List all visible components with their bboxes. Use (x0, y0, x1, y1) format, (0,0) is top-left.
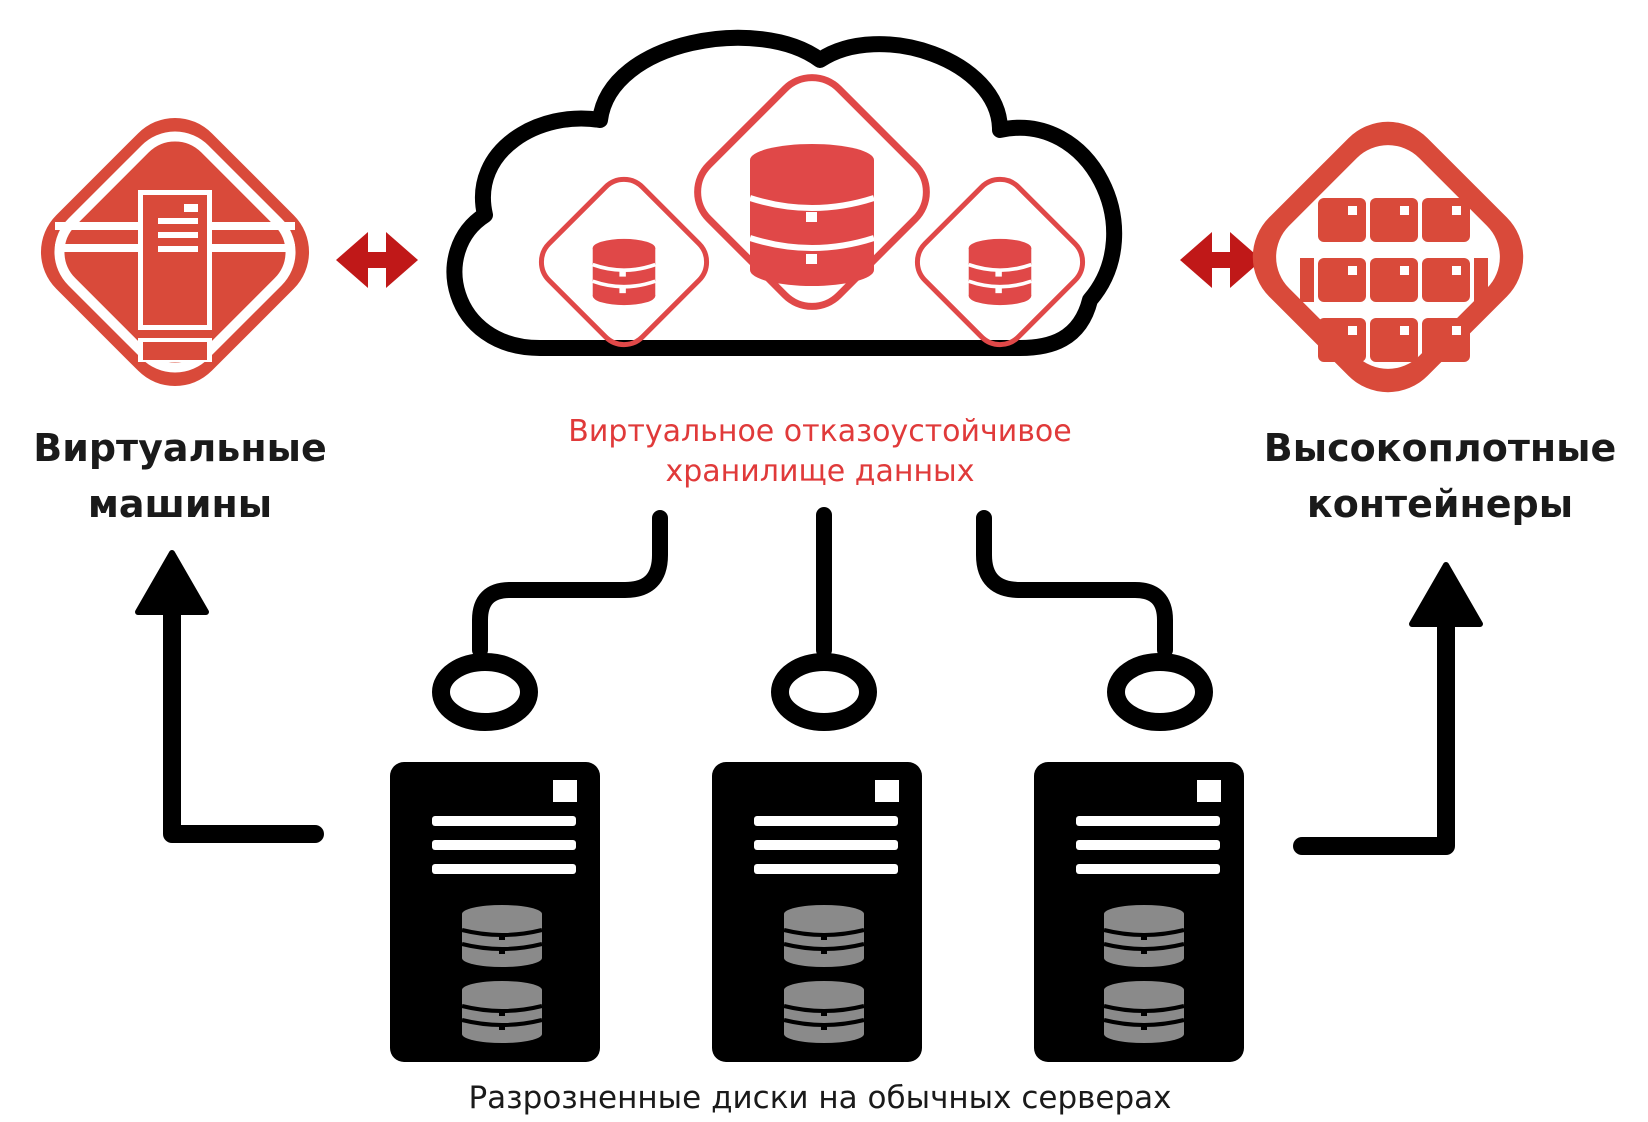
server-icon (390, 762, 600, 1062)
bottom-label: Разрозненные диски на обычных серверах (400, 1078, 1240, 1118)
server-icon (712, 762, 922, 1062)
bottom-label-text: Разрозненные диски на обычных серверах (468, 1080, 1172, 1116)
arrow-up-left-icon (135, 550, 324, 843)
left-node-label-line2: машины (87, 482, 273, 526)
containers-icon (1252, 121, 1524, 393)
center-node-label: Виртуальное отказоустойчивое хранилище д… (520, 412, 1120, 492)
bidirectional-arrow-right-icon (1180, 232, 1262, 288)
connector-left (432, 510, 668, 731)
center-node-label-line2: хранилище данных (665, 454, 975, 489)
right-node-label-line1: Высокоплотные (1263, 426, 1617, 470)
bidirectional-arrow-left-icon (336, 232, 418, 288)
right-node-label: Высокоплотные контейнеры (1240, 420, 1640, 532)
arrow-up-right-icon (1293, 562, 1483, 855)
connector-center (771, 507, 877, 731)
center-node-label-line1: Виртуальное отказоустойчивое (568, 414, 1072, 449)
server-icon (1034, 762, 1244, 1062)
left-node-label: Виртуальные машины (20, 420, 340, 532)
right-node-label-line2: контейнеры (1306, 482, 1574, 526)
connector-right (976, 510, 1213, 731)
cloud-storage-icon (446, 29, 1123, 356)
virtual-machine-icon (40, 117, 310, 387)
left-node-label-line1: Виртуальные (33, 426, 327, 470)
